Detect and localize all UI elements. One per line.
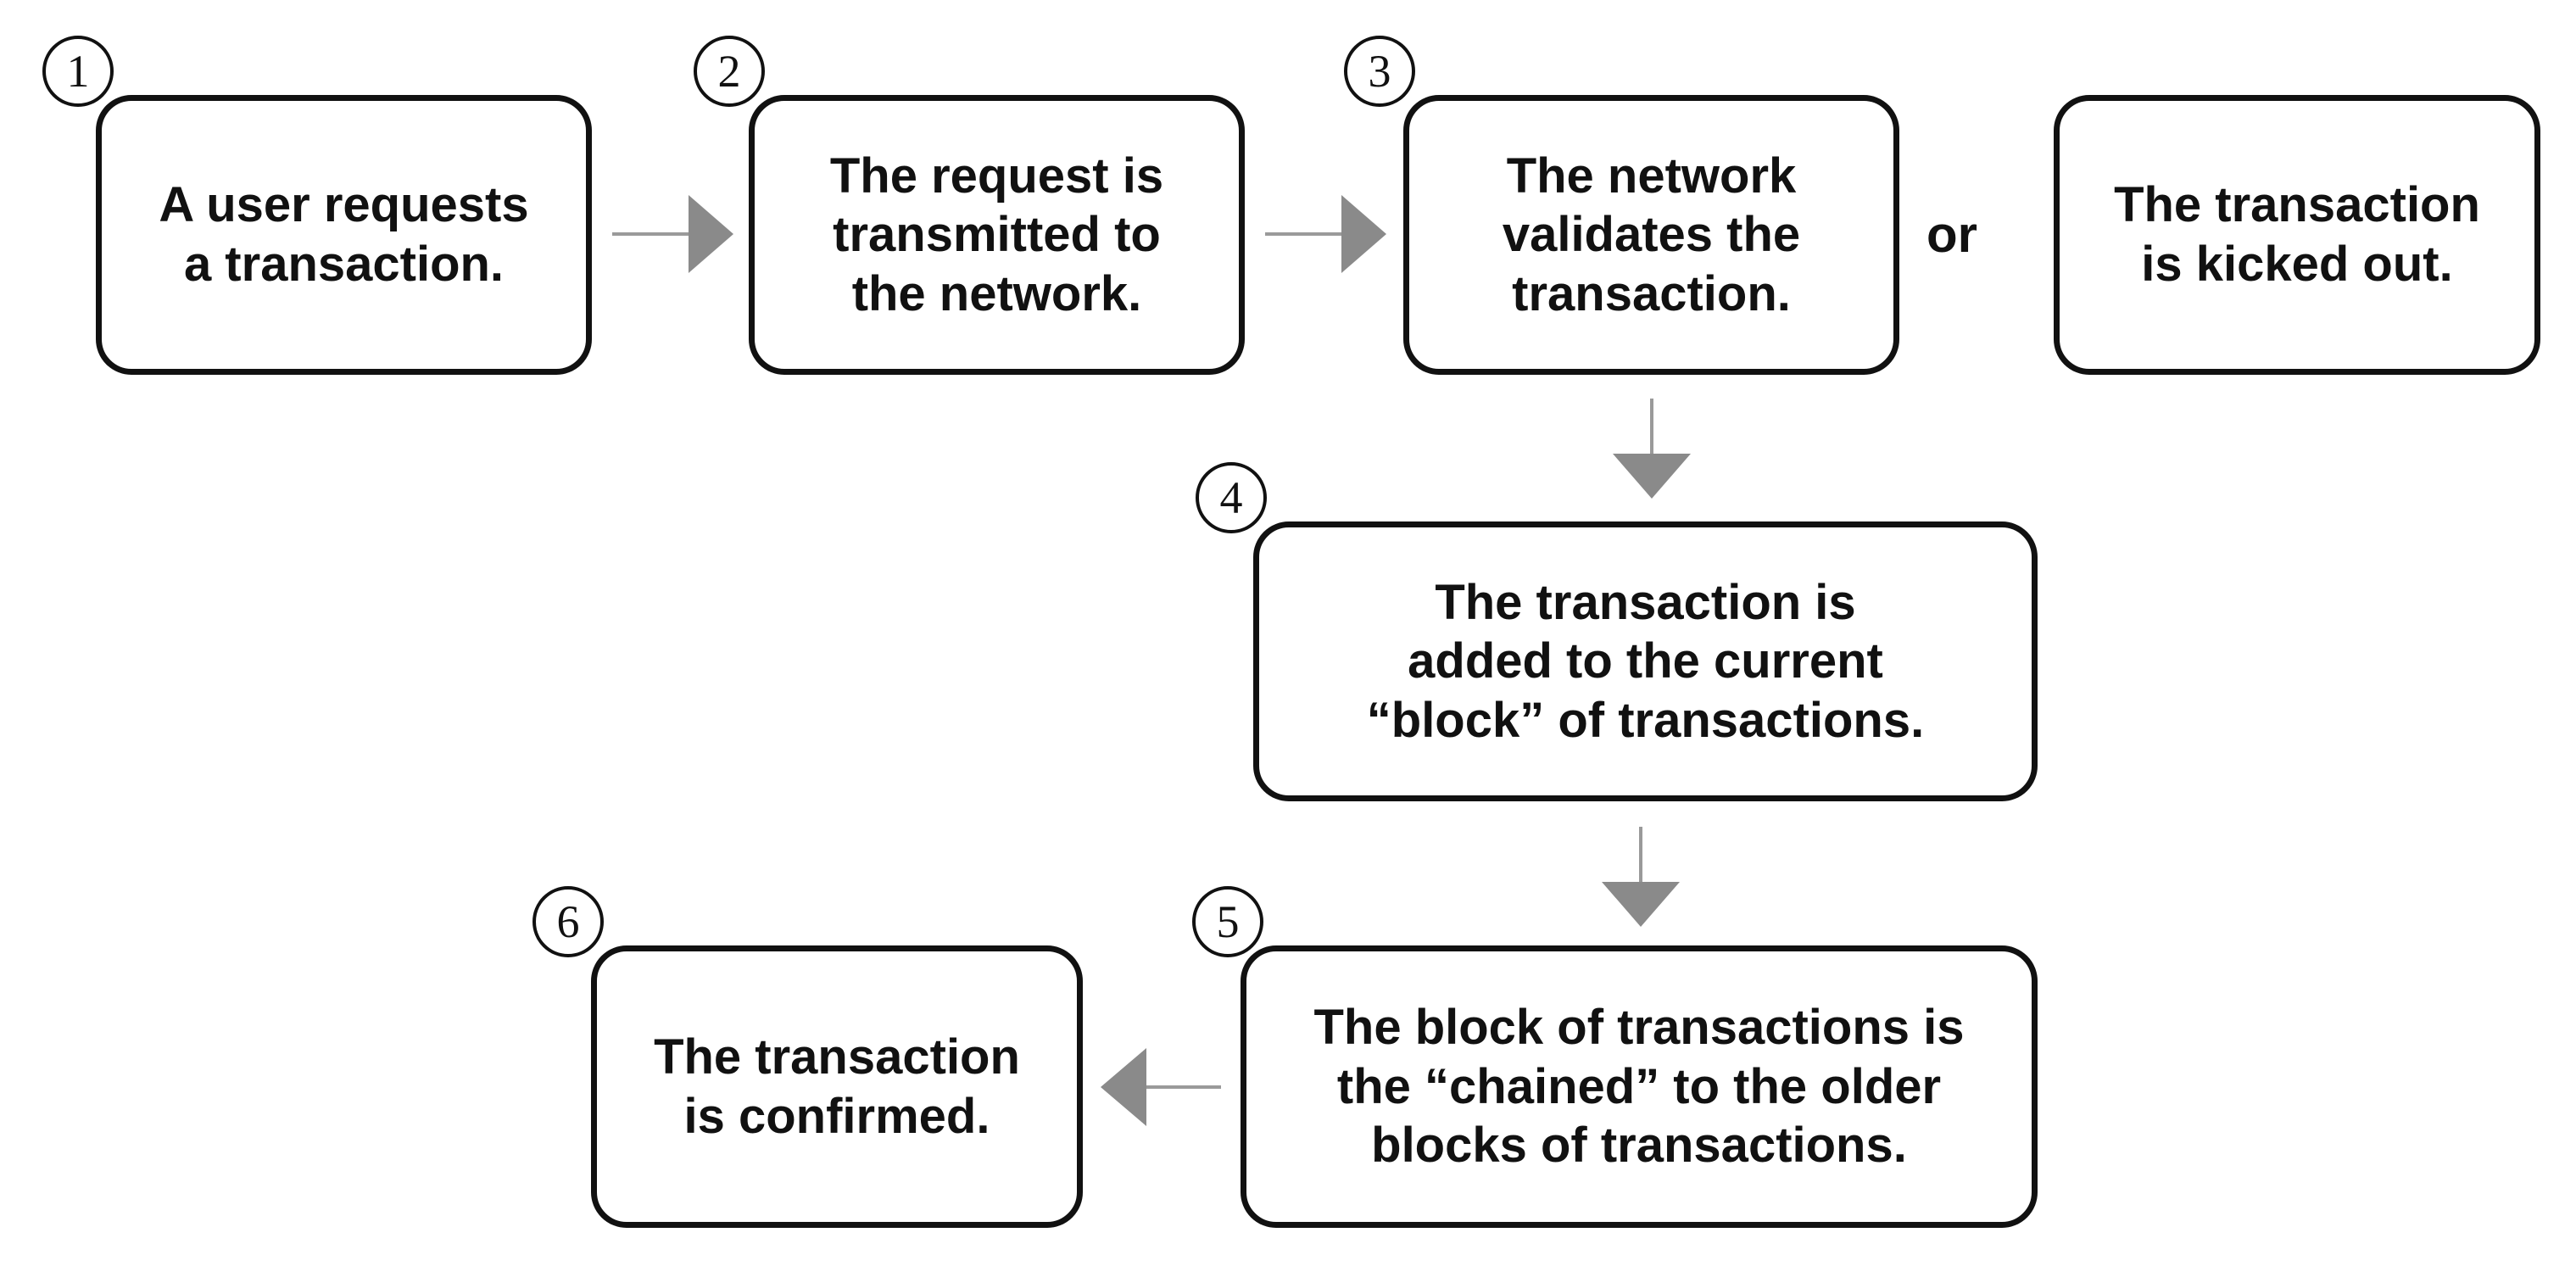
arrow-1-to-2 (612, 195, 733, 273)
rejected-box-transaction-kicked-out: The transaction is kicked out. (2054, 95, 2540, 375)
step-2-box-request-transmitted: The request is transmitted to the networ… (749, 95, 1245, 375)
step-6-box-transaction-confirmed: The transaction is confirmed. (591, 945, 1083, 1228)
step-6-number-badge: 6 (532, 886, 604, 957)
arrow-2-to-3 (1265, 195, 1386, 273)
arrow-5-to-6 (1101, 1048, 1221, 1126)
step-4-box-added-to-block: The transaction is added to the current … (1253, 521, 2038, 801)
arrow-3-to-4 (1613, 399, 1691, 499)
step-3-number-badge: 3 (1344, 36, 1415, 107)
step-1-box-user-requests-transaction: A user requests a transaction. (96, 95, 592, 375)
step-2-number-badge: 2 (694, 36, 765, 107)
step-1-number-badge: 1 (42, 36, 114, 107)
step-5-box-block-chained: The block of transactions is the “chaine… (1241, 945, 2038, 1228)
or-connector-label: or (1926, 206, 1977, 263)
step-3-box-network-validates: The network validates the transaction. (1403, 95, 1899, 375)
arrow-4-to-5 (1602, 827, 1680, 927)
step-4-number-badge: 4 (1196, 462, 1267, 533)
step-5-number-badge: 5 (1192, 886, 1263, 957)
